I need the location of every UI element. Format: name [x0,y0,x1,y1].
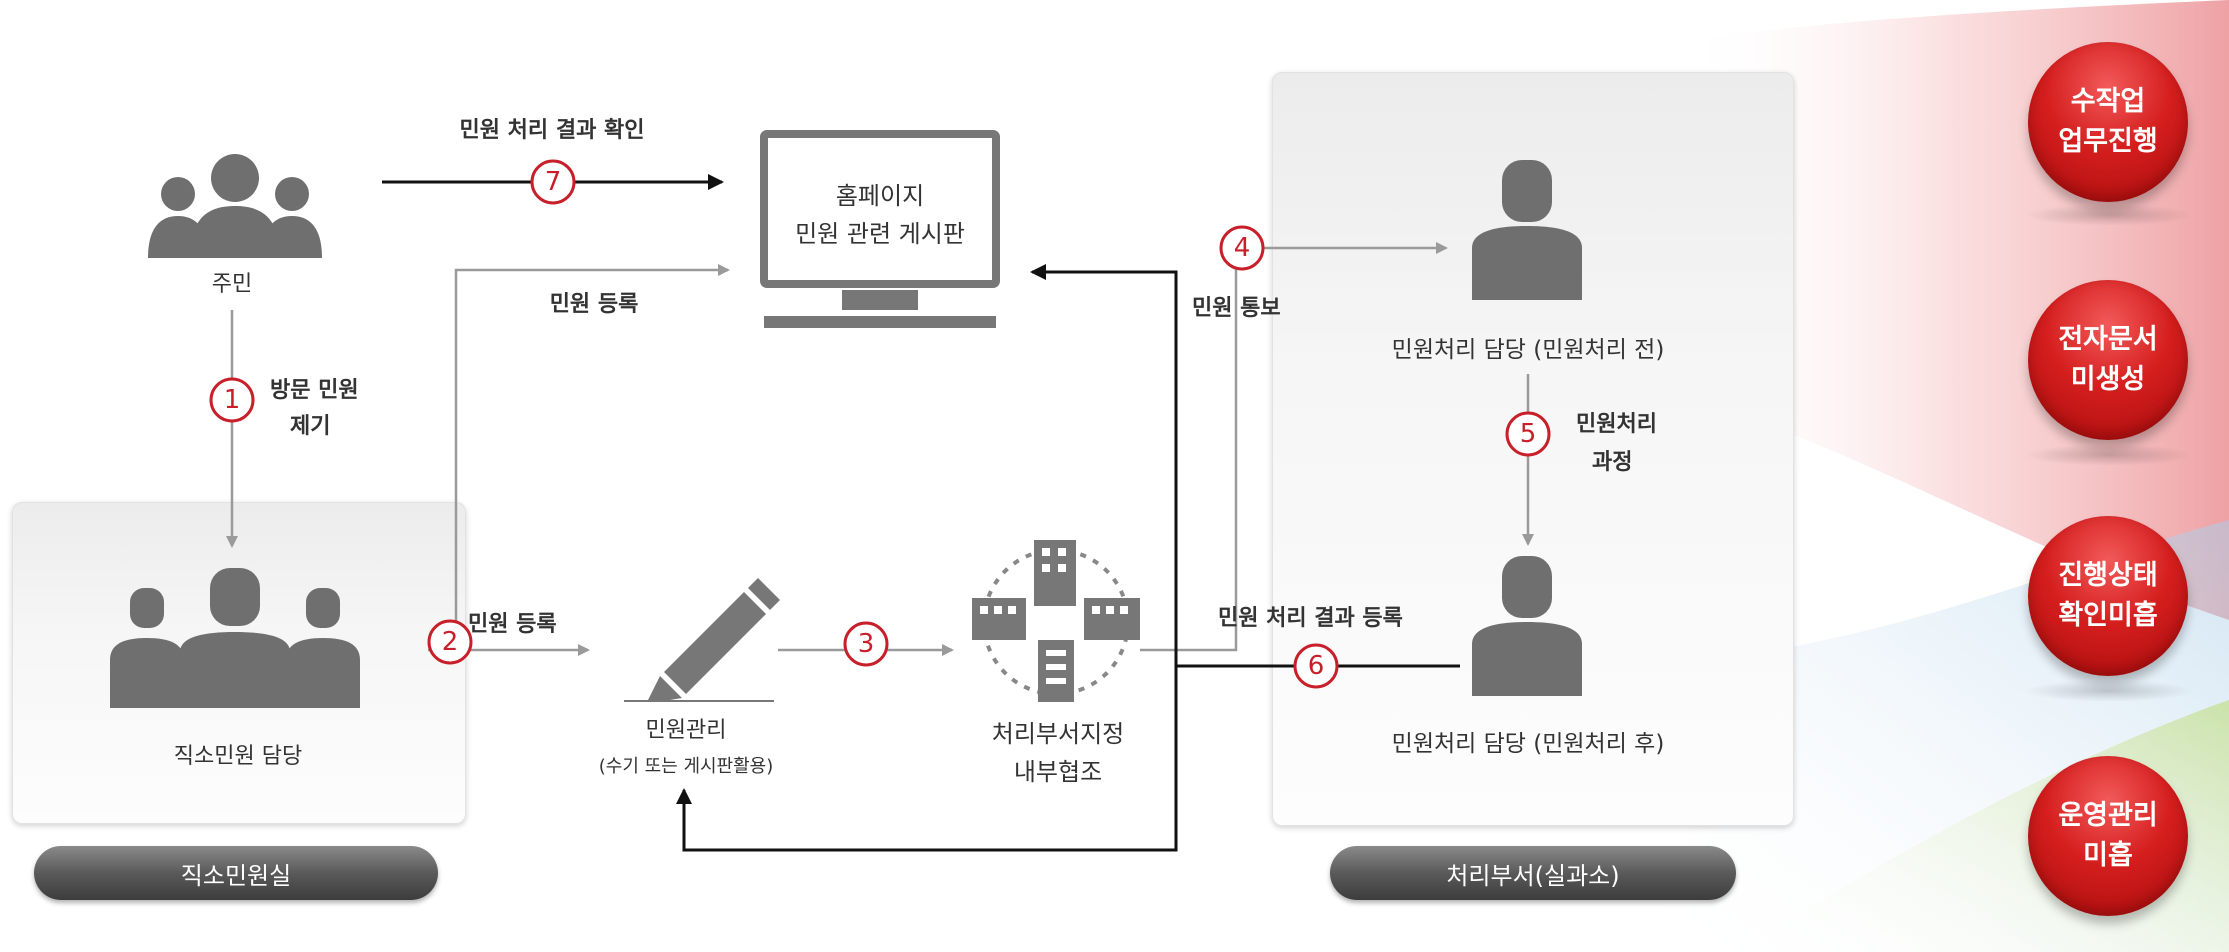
step-4-number: 4 [1233,233,1251,263]
step-3-number: 3 [857,629,875,659]
residents-icon [148,154,322,258]
step-1-number: 1 [223,385,241,415]
buildings-icon [972,540,1140,702]
issue-ball-shadow [2024,204,2194,226]
dept-room-label: 처리부서(실과소) [1446,861,1620,890]
monitor-icon [760,130,1000,328]
issue-manual-work: 수작업 업무진행 [2028,42,2188,202]
complaint-mgmt-label: 민원관리 [645,718,727,743]
issue-ball-shadow [2024,444,2194,466]
process-label-line1: 민원처리 [1576,412,1657,437]
register-top-label: 민원 등록 [549,292,639,317]
issue-no-e-document: 전자문서 미생성 [2028,280,2188,440]
handler-after-icon [1472,556,1582,696]
result-check-label: 민원 처리 결과 확인 [459,118,645,143]
visit-label-line2: 제기 [290,414,331,439]
desk-room-pill: 직소민원실 [34,846,438,900]
issue-2-line1: 전자문서 [2058,324,2158,355]
issue-4-line2: 미흡 [2083,840,2133,871]
handler-before-icon [1472,160,1582,300]
issue-operation-mgmt: 운영관리 미흡 [2028,756,2188,916]
step-5-number: 5 [1519,419,1537,449]
issue-4-line1: 운영관리 [2058,800,2158,831]
dept-assign-line1: 처리부서지정 [991,720,1125,748]
step-2-number: 2 [441,627,459,657]
step-6-number: 6 [1307,651,1325,681]
dept-room-pill: 처리부서(실과소) [1330,846,1736,900]
handler-after-label: 민원처리 담당 (민원처리 후) [1391,731,1665,757]
desk-room-label: 직소민원실 [180,861,292,890]
dept-assign-line2: 내부협조 [1013,758,1103,786]
desk-staff-label: 직소민원 담당 [173,744,303,769]
desk-staff-icon [110,568,360,708]
process-label-line2: 과정 [1592,450,1633,475]
issue-3-line2: 확인미흡 [2058,600,2158,631]
homepage-title: 홈페이지 [835,182,925,210]
pencil-icon [624,578,780,702]
issue-1-line2: 업무진행 [2058,126,2158,157]
homepage-subtitle: 민원 관련 게시판 [795,220,965,248]
resident-label: 주민 [211,272,253,297]
issue-ball-shadow [2024,680,2194,702]
visit-label-line1: 방문 민원 [270,378,359,403]
result-register-label: 민원 처리 결과 등록 [1218,606,1403,631]
issue-2-line2: 미생성 [2070,364,2146,395]
issue-status-unverified: 진행상태 확인미흡 [2028,516,2188,676]
step-7-number: 7 [544,167,562,197]
handler-before-label: 민원처리 담당 (민원처리 전) [1391,337,1665,363]
complaint-mgmt-sub: (수기 또는 게시판활용) [598,756,774,777]
register-mid-label: 민원 등록 [468,612,557,637]
notify-label: 민원 통보 [1192,296,1281,321]
issue-3-line1: 진행상태 [2058,560,2158,591]
issue-1-line1: 수작업 [2070,86,2146,117]
